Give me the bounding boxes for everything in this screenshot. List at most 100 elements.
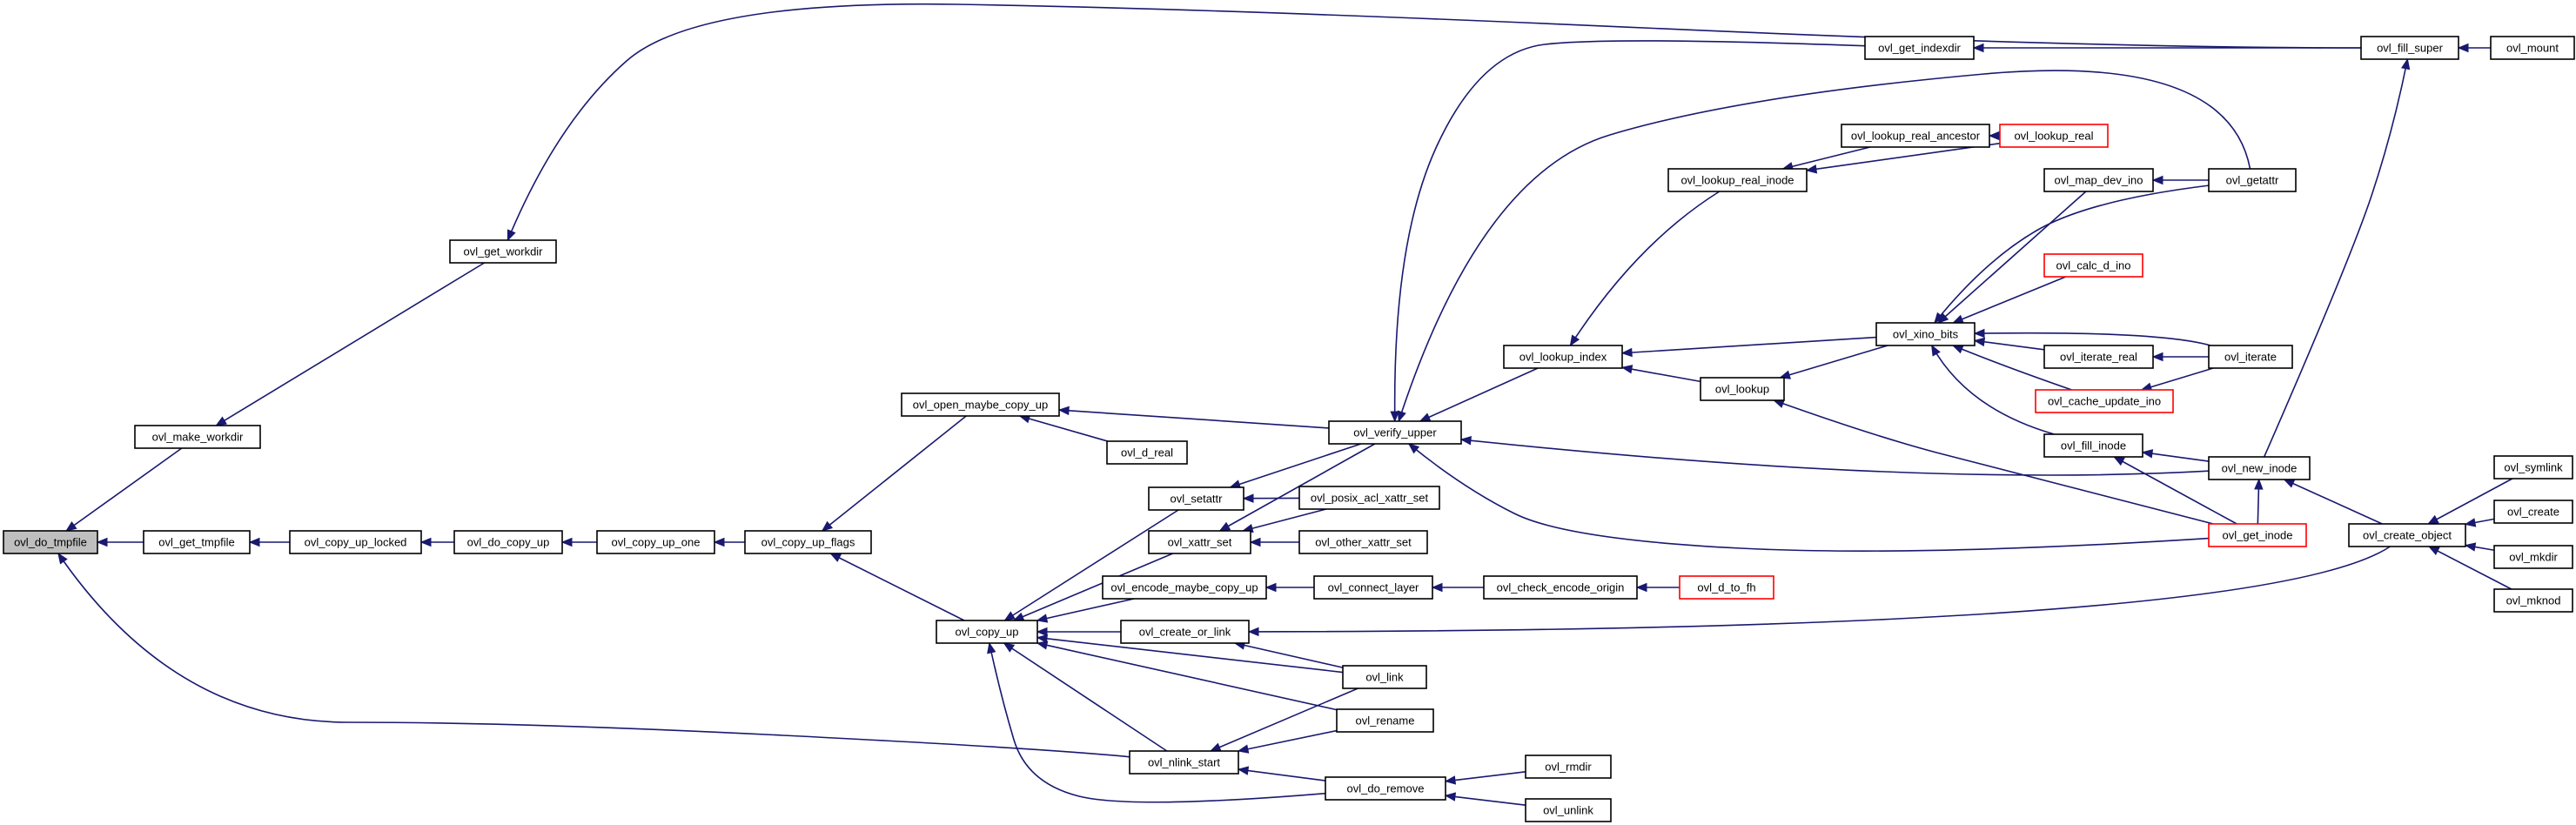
node-label: ovl_fill_inode [2061, 439, 2126, 453]
node-label: ovl_open_maybe_copy_up [913, 399, 1048, 412]
node-xino-bits[interactable]: ovl_xino_bits [1875, 322, 1976, 346]
node-calc-d-ino[interactable]: ovl_calc_d_ino [2043, 253, 2143, 278]
node-lookup-index[interactable]: ovl_lookup_index [1503, 345, 1623, 369]
edge-lookup_real-to-lookup_real_inode [1806, 142, 2001, 171]
node-box [1875, 322, 1976, 346]
node-label: ovl_nlink_start [1148, 756, 1220, 769]
edge-xino_bits-to-lookup_index [1621, 336, 1877, 354]
node-iterate[interactable]: ovl_iterate [2208, 345, 2293, 369]
node-rmdir[interactable]: ovl_rmdir [1525, 755, 1612, 779]
node-getattr[interactable]: ovl_getattr [2208, 168, 2297, 192]
node-cache-update-ino[interactable]: ovl_cache_update_ino [2035, 389, 2174, 413]
node-create-or-link[interactable]: ovl_create_or_link [1120, 620, 1250, 644]
node-box [2493, 545, 2573, 569]
node-get-indexdir[interactable]: ovl_get_indexdir [1864, 36, 1975, 60]
node-label: ovl_copy_up [956, 626, 1019, 639]
node-label: ovl_calc_d_ino [2056, 259, 2130, 272]
edge-nlink_start-to-do_tmpfile [57, 553, 1130, 758]
node-box [1342, 665, 1427, 689]
node-get-workdir[interactable]: ovl_get_workdir [449, 239, 557, 264]
node-xattr-set[interactable]: ovl_xattr_set [1148, 530, 1251, 554]
node-box [2043, 433, 2143, 458]
arrowhead-copy_up-to-copy_up_flags [829, 553, 842, 562]
node-connect-layer[interactable]: ovl_connect_layer [1313, 575, 1433, 600]
edge-new_inode-to-fill_super [2263, 58, 2409, 458]
node-lookup-real[interactable]: ovl_lookup_real [1999, 124, 2109, 148]
node-copy-up-flags[interactable]: ovl_copy_up_flags [744, 530, 872, 554]
arrowhead-iterate-to-iterate_real [2151, 352, 2163, 362]
node-encode-maybe-copy-up[interactable]: ovl_encode_maybe_copy_up [1102, 575, 1267, 600]
edge-rmdir-to-do_remove [1445, 771, 1526, 782]
node-d-real[interactable]: ovl_d_real [1106, 440, 1188, 465]
node-label: ovl_posix_acl_xattr_set [1311, 492, 1429, 505]
node-label: ovl_copy_up_flags [761, 536, 855, 549]
edge-new_inode-to-fill_inode [2142, 451, 2210, 462]
node-label: ovl_rename [1356, 714, 1415, 728]
node-check-encode-origin[interactable]: ovl_check_encode_origin [1483, 575, 1638, 600]
node-other-xattr-set[interactable]: ovl_other_xattr_set [1298, 530, 1428, 554]
node-box [1483, 575, 1638, 600]
node-link[interactable]: ovl_link [1342, 665, 1427, 689]
node-create[interactable]: ovl_create [2493, 500, 2573, 524]
arrowhead-rename-to-nlink_start [1237, 744, 1250, 754]
node-setattr[interactable]: ovl_setattr [1148, 486, 1244, 511]
node-box [134, 425, 261, 449]
node-box [1148, 530, 1251, 554]
node-label: ovl_cache_update_ino [2048, 395, 2161, 408]
node-box [744, 530, 872, 554]
node-iterate-real[interactable]: ovl_iterate_real [2043, 345, 2154, 369]
node-posix-acl-xattr-set[interactable]: ovl_posix_acl_xattr_set [1298, 486, 1440, 510]
edge-verify_upper-to-setattr [1230, 443, 1362, 488]
edge-nlink_start-to-copy_up [1003, 642, 1168, 752]
node-mknod[interactable]: ovl_mknod [2493, 588, 2573, 613]
edge-get_indexdir-to-verify_upper [1393, 40, 1866, 422]
edge-get_inode-to-verify_upper [1408, 443, 2210, 552]
node-copy-up-locked[interactable]: ovl_copy_up_locked [289, 530, 422, 554]
node-rename[interactable]: ovl_rename [1336, 708, 1434, 733]
edge-link-to-create_or_link [1234, 642, 1344, 668]
node-d-to-fh[interactable]: ovl_d_to_fh [1679, 575, 1774, 600]
arrowhead-do_copy_up-to-copy_up_locked [419, 537, 432, 547]
node-new-inode[interactable]: ovl_new_inode [2208, 456, 2311, 480]
arrowhead-link-to-nlink_start [1209, 742, 1222, 752]
node-mkdir[interactable]: ovl_mkdir [2493, 545, 2573, 569]
node-fill-super[interactable]: ovl_fill_super [2360, 36, 2459, 60]
node-lookup-real-ancestor[interactable]: ovl_lookup_real_ancestor [1841, 124, 1990, 148]
node-lookup[interactable]: ovl_lookup [1700, 377, 1785, 401]
node-unlink[interactable]: ovl_unlink [1525, 798, 1612, 822]
node-label: ovl_get_inode [2223, 529, 2293, 542]
node-box [1864, 36, 1975, 60]
node-copy-up-one[interactable]: ovl_copy_up_one [596, 530, 715, 554]
edge-encode_maybe_copy_up-to-copy_up [1036, 598, 1135, 621]
arrowhead-lookup-to-lookup_index [1620, 365, 1633, 374]
node-label: ovl_unlink [1543, 804, 1593, 817]
edge-copy_up-to-copy_up_flags [830, 553, 965, 621]
node-map-dev-ino[interactable]: ovl_map_dev_ino [2043, 168, 2154, 192]
node-do-copy-up[interactable]: ovl_do_copy_up [453, 530, 563, 554]
node-make-workdir[interactable]: ovl_make_workdir [134, 425, 261, 449]
arrowhead-other_xattr_set-to-xattr_set [1249, 537, 1261, 547]
node-label: ovl_lookup_real_ancestor [1851, 130, 1981, 143]
node-get-tmpfile[interactable]: ovl_get_tmpfile [143, 530, 251, 554]
node-mount[interactable]: ovl_mount [2490, 36, 2575, 60]
node-label: ovl_lookup_real_inode [1680, 174, 1794, 187]
arrowhead-encode_maybe_copy_up-to-copy_up [1036, 614, 1049, 623]
node-get-inode[interactable]: ovl_get_inode [2208, 523, 2307, 547]
node-open-maybe-copy-up[interactable]: ovl_open_maybe_copy_up [901, 392, 1060, 417]
edge-lookup_index-to-verify_upper [1419, 367, 1539, 422]
node-nlink-start[interactable]: ovl_nlink_start [1129, 750, 1239, 775]
node-verify-upper[interactable]: ovl_verify_upper [1328, 420, 1462, 445]
node-fill-inode[interactable]: ovl_fill_inode [2043, 433, 2143, 458]
node-copy-up[interactable]: ovl_copy_up [936, 620, 1038, 644]
node-do-tmpfile[interactable]: ovl_do_tmpfile [3, 530, 98, 554]
arrowhead-get_inode-to-verify_upper [1407, 443, 1420, 454]
node-box [1328, 420, 1462, 445]
node-create-object[interactable]: ovl_create_object [2348, 523, 2466, 547]
node-lookup-real-inode[interactable]: ovl_lookup_real_inode [1667, 168, 1808, 192]
node-do-remove[interactable]: ovl_do_remove [1325, 776, 1446, 801]
arrowhead-lookup_real_inode-to-lookup_index [1569, 334, 1580, 347]
node-box [1503, 345, 1623, 369]
arrowhead-fill_inode-to-xino_bits [1931, 344, 1941, 357]
node-symlink[interactable]: ovl_symlink [2493, 455, 2573, 480]
node-box [2493, 455, 2573, 480]
